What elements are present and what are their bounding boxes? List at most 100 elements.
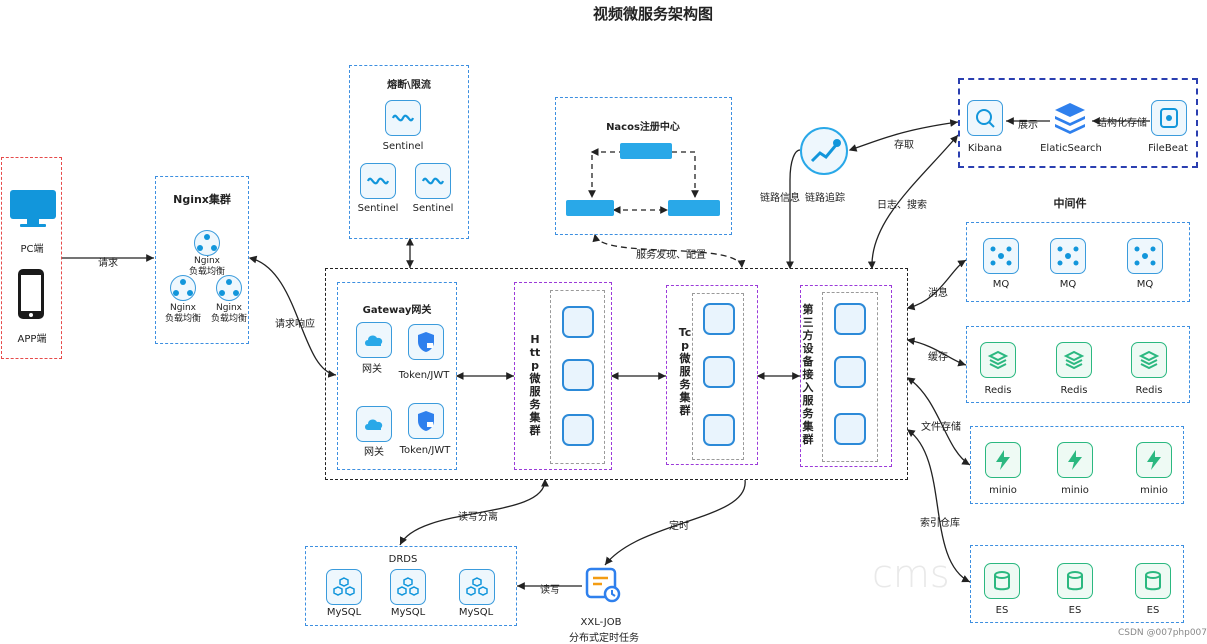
xxl-job-desc: 分布式定时任务 — [569, 633, 639, 644]
sentinel-wave-icon — [385, 100, 421, 136]
app-label: APP端 — [17, 334, 47, 345]
minio-bolt-icon — [1136, 442, 1172, 478]
tcp-cluster-title: Tcp微服务集群 — [678, 326, 692, 417]
csdn-credit: CSDN @007php007 — [1118, 628, 1207, 638]
tracing-icon — [800, 127, 848, 175]
service-node-icon — [703, 356, 735, 388]
elasticsearch-stack-icon — [1052, 100, 1088, 136]
nginx-title: Nginx集群 — [173, 193, 231, 206]
shield-lock-icon — [408, 324, 444, 360]
edge-nacos — [592, 233, 746, 269]
edge-nacos-right — [672, 151, 699, 198]
mq-label: MQ — [1136, 279, 1154, 290]
sentinel-label: Sentinel — [382, 141, 424, 152]
sentinel-title: 熔断\限流 — [387, 80, 431, 91]
kibana-icon — [967, 100, 1003, 136]
service-node-icon — [562, 414, 594, 446]
page-title: 视频微服务架构图 — [592, 5, 714, 23]
service-node-icon — [562, 359, 594, 391]
gateway-label: Token/JWT — [399, 445, 451, 456]
redis-icon — [1131, 342, 1167, 378]
sentinel-label: Sentinel — [412, 203, 454, 214]
edge-log-search — [867, 134, 959, 270]
client-group — [1, 157, 62, 359]
drds-cluster — [305, 546, 517, 626]
elasticsearch-label: ElaticSearch — [1040, 143, 1102, 154]
es-database-icon — [1057, 563, 1093, 599]
edge-label-show: 展示 — [1018, 120, 1038, 131]
drds-title: DRDS — [388, 554, 418, 565]
es-label: ES — [1146, 605, 1160, 616]
mq-group — [966, 222, 1190, 302]
xxl-job-label: XXL-JOB — [580, 617, 622, 628]
mysql-icon — [459, 569, 495, 605]
edge-redis — [906, 337, 967, 367]
tcp-cluster — [666, 285, 758, 465]
redis-label: Redis — [984, 385, 1012, 396]
nacos-server-icon — [668, 200, 720, 216]
mobile-phone-icon — [17, 268, 45, 319]
sentinel-label: Sentinel — [357, 203, 399, 214]
tracing-label: 链路追踪 — [805, 193, 845, 204]
gateway-title: Gateway网关 — [362, 305, 432, 316]
edge-label-file-storage: 文件存储 — [921, 422, 961, 433]
edge-rw-split — [399, 478, 549, 546]
edge-label-index-repo: 索引仓库 — [920, 518, 960, 529]
shield-lock-icon — [408, 403, 444, 439]
nginx-node-icon — [194, 230, 220, 256]
watermark: cms — [872, 552, 950, 596]
service-node-icon — [834, 413, 866, 445]
nginx-node-label: Nginx 负载均衡 — [188, 256, 226, 277]
mq-label: MQ — [992, 279, 1010, 290]
edge-label-structured: 结构化存储 — [1097, 118, 1147, 129]
edge-schedule — [604, 479, 746, 566]
redis-label: Redis — [1135, 385, 1163, 396]
edge-nginx-gateway — [248, 255, 337, 378]
mq-icon — [1050, 238, 1086, 274]
edge-label-trace-info: 链路信息 — [760, 193, 800, 204]
nginx-node-label: Nginx 负载均衡 — [210, 303, 248, 324]
pc-monitor-icon — [8, 189, 58, 227]
edge-mq — [906, 259, 967, 311]
gateway-cluster — [337, 282, 457, 470]
service-node-icon — [562, 306, 594, 338]
pc-label: PC端 — [20, 244, 44, 255]
mq-icon — [1127, 238, 1163, 274]
mysql-label: MySQL — [458, 607, 494, 618]
nacos-registry — [555, 97, 732, 235]
edge-label-read-write: 读写 — [540, 585, 560, 596]
edge-label-store: 存取 — [894, 140, 914, 151]
http-cluster-title: Http微服务集群 — [529, 333, 541, 437]
cloud-icon — [356, 322, 392, 358]
edge-label-message: 消息 — [928, 288, 948, 299]
nacos-server-icon — [566, 200, 614, 216]
http-service-group — [550, 290, 605, 464]
nginx-node-label: Nginx 负载均衡 — [164, 303, 202, 324]
mysql-icon — [326, 569, 362, 605]
redis-icon — [980, 342, 1016, 378]
xxl-job-clock-icon — [584, 566, 622, 604]
redis-group — [966, 326, 1190, 403]
minio-bolt-icon — [985, 442, 1021, 478]
cloud-icon — [356, 406, 392, 442]
es-label: ES — [995, 605, 1009, 616]
minio-group — [970, 426, 1184, 504]
mq-label: MQ — [1059, 279, 1077, 290]
third-party-cluster-title: 第三方设备接入服务集群 — [802, 303, 814, 446]
nginx-node-icon — [216, 275, 242, 301]
sentinel-wave-icon — [415, 163, 451, 199]
edge-label-cache: 缓存 — [928, 352, 948, 363]
service-node-icon — [703, 303, 735, 335]
nacos-server-icon — [620, 143, 672, 159]
edge-label-schedule: 定时 — [669, 521, 689, 532]
elk-group — [958, 78, 1198, 168]
minio-label: minio — [1061, 485, 1089, 496]
es-group — [970, 545, 1184, 623]
minio-bolt-icon — [1057, 442, 1093, 478]
edge-es — [906, 429, 971, 583]
mysql-label: MySQL — [390, 607, 426, 618]
minio-label: minio — [1140, 485, 1168, 496]
nginx-cluster — [155, 176, 249, 344]
service-node-icon — [834, 356, 866, 388]
